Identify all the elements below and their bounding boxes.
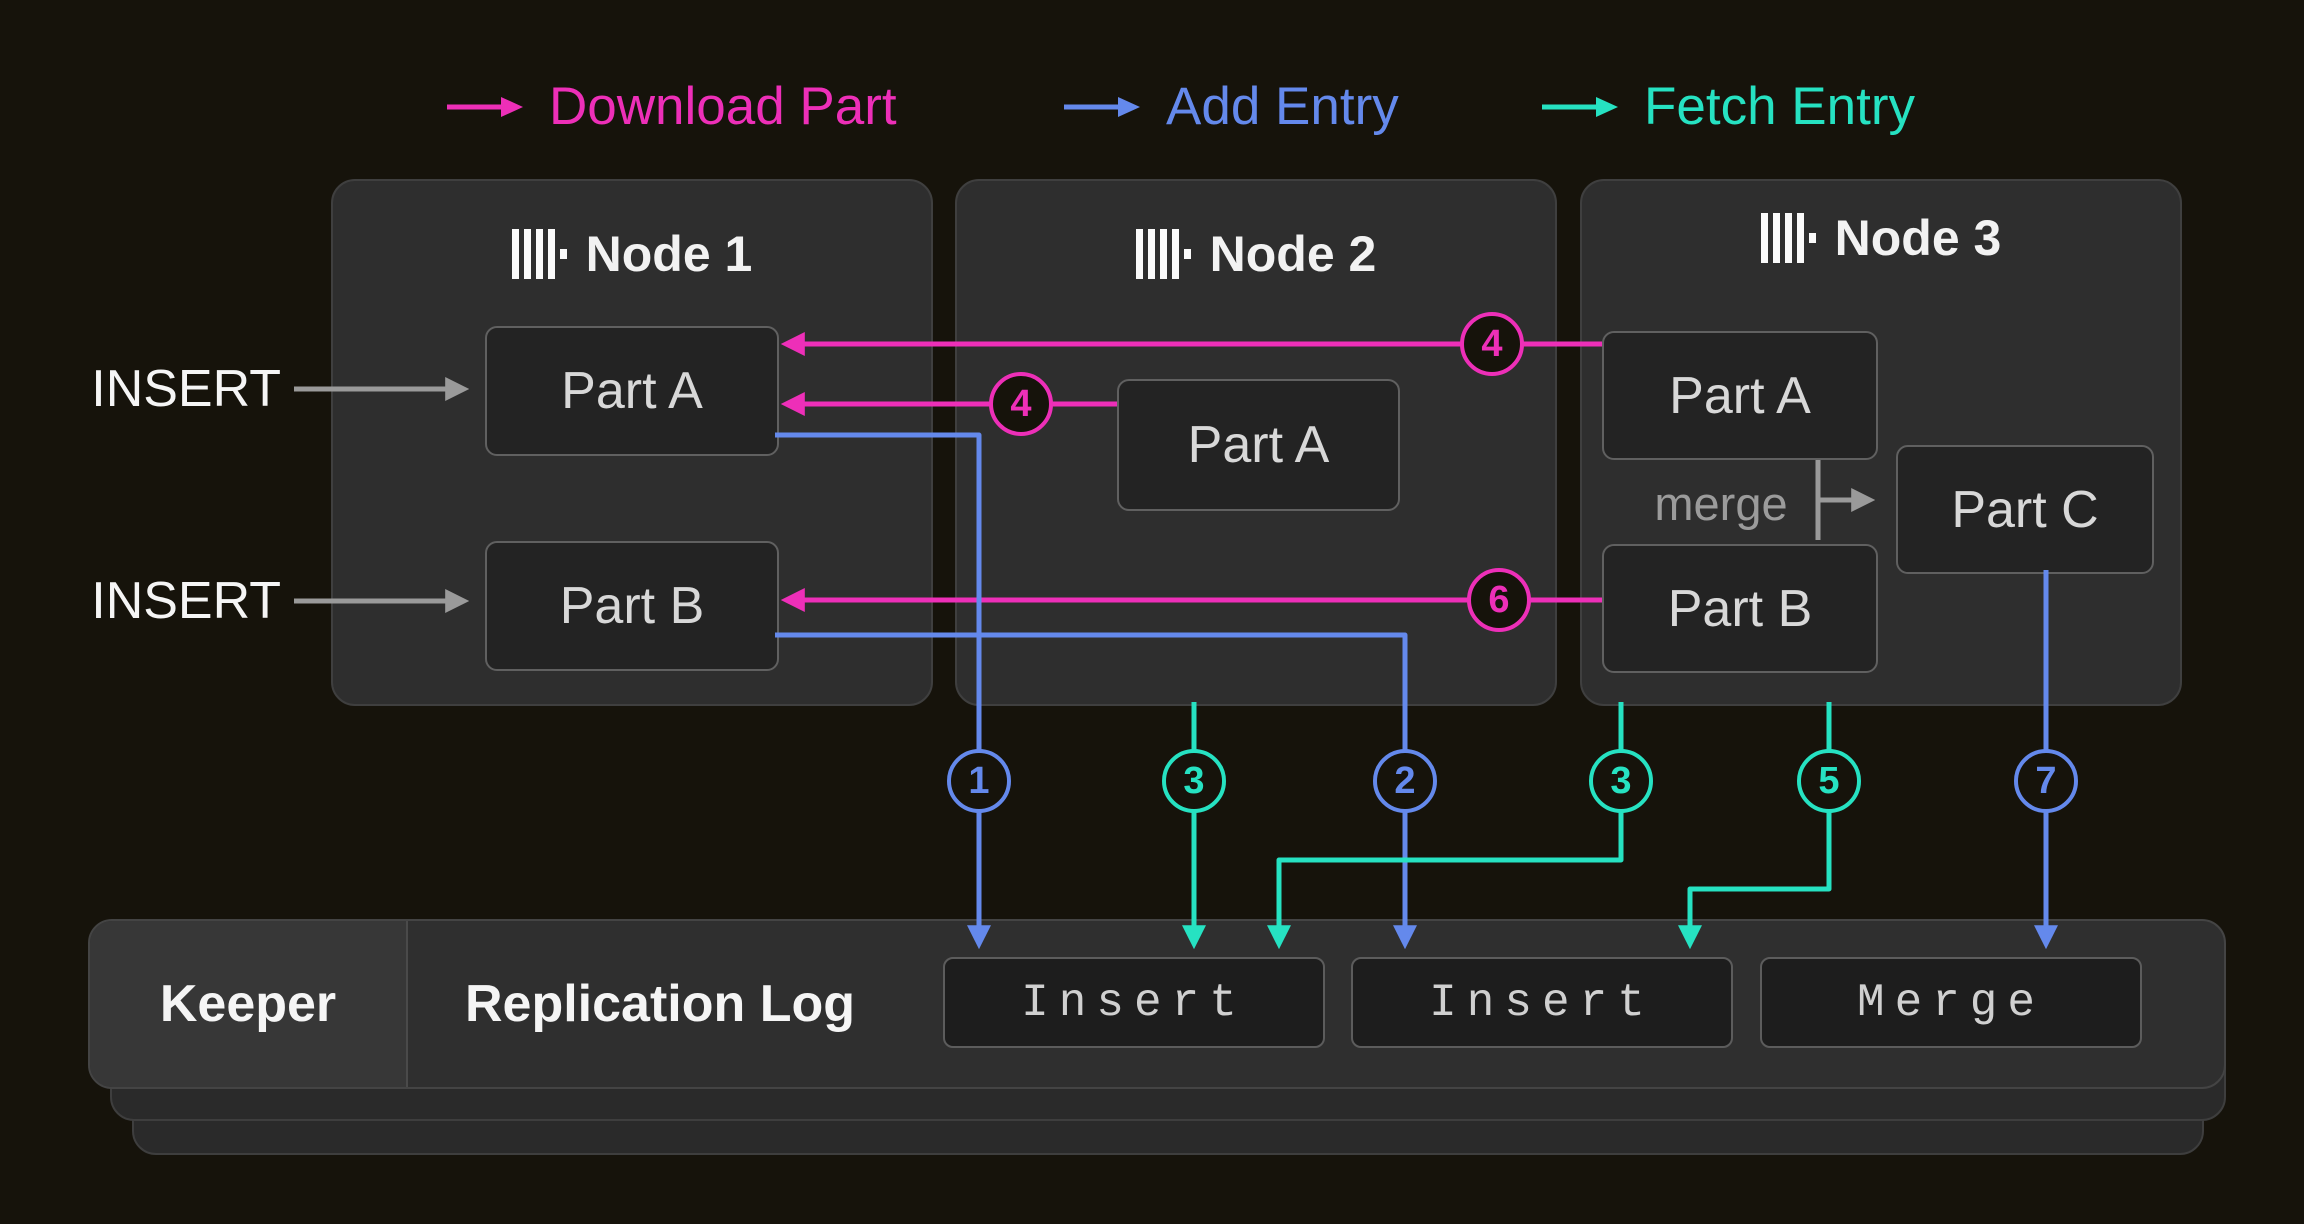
part-label: Part B: [1667, 579, 1813, 638]
legend-fetch-label: Fetch Entry: [1644, 77, 1915, 136]
clickhouse-logo-icon: [1760, 213, 1816, 263]
merge-label: merge: [1654, 477, 1788, 530]
part-box-node3-a: Part A: [1602, 331, 1878, 460]
node1-title: Node 1: [333, 225, 931, 283]
part-label: Part B: [559, 577, 705, 635]
clickhouse-logo-icon: [511, 229, 567, 279]
badge-step-7-add: 7: [2014, 749, 2078, 813]
fetch-entry-arrow-node3-to-insert1: [1267, 702, 1624, 950]
node3-title-label: Node 3: [1834, 210, 2002, 266]
fetch-entry-arrow-icon: [1542, 96, 1618, 117]
part-label: Part A: [1669, 366, 1811, 425]
add-entry-arrow-icon: [1064, 96, 1140, 117]
node2-title: Node 2: [957, 225, 1555, 283]
log-entry-merge: Merge: [1760, 957, 2142, 1048]
node2-title-label: Node 2: [1209, 226, 1377, 282]
log-entry-insert-2: Insert: [1351, 957, 1733, 1048]
log-entry-insert-1: Insert: [943, 957, 1325, 1048]
badge-step-6-download: 6: [1467, 568, 1531, 632]
badge-step-5-fetch: 5: [1797, 749, 1861, 813]
insert-label-top: INSERT: [91, 360, 281, 418]
part-label: Part A: [1187, 416, 1330, 474]
replication-log-title: Replication Log: [465, 975, 855, 1033]
legend-fetch-entry: Fetch Entry: [1540, 76, 1915, 137]
badge-step-1-add: 1: [947, 749, 1011, 813]
fetch-entry-arrow-node3-to-insert2: [1678, 702, 1832, 950]
keeper-box: Keeper: [90, 921, 408, 1087]
badge-step-4-download-node2: 4: [989, 372, 1053, 436]
clickhouse-logo-icon: [1135, 229, 1191, 279]
node3-title: Node 3: [1582, 209, 2180, 267]
badge-step-3-fetch-node2: 3: [1162, 749, 1226, 813]
legend-add-label: Add Entry: [1166, 77, 1399, 136]
legend-download-part: Download Part: [445, 76, 897, 137]
badge-step-3-fetch-node3: 3: [1589, 749, 1653, 813]
part-box-node1-b: Part B: [485, 541, 779, 671]
badge-step-2-add: 2: [1373, 749, 1437, 813]
part-box-node3-c: Part C: [1896, 445, 2154, 574]
node1-title-label: Node 1: [585, 226, 753, 282]
download-part-arrow-icon: [447, 96, 523, 117]
part-box-node2-a: Part A: [1117, 379, 1400, 511]
part-box-node1-a: Part A: [485, 326, 779, 456]
part-box-node3-b: Part B: [1602, 544, 1878, 673]
part-label: Part A: [561, 362, 703, 420]
insert-label-bottom: INSERT: [91, 572, 281, 630]
replication-log: Keeper Replication Log Insert Insert Mer…: [88, 919, 2226, 1089]
part-label: Part C: [1951, 480, 2099, 539]
badge-step-4-download-node3: 4: [1460, 312, 1524, 376]
legend-add-entry: Add Entry: [1062, 76, 1399, 137]
legend-download-label: Download Part: [549, 77, 897, 136]
